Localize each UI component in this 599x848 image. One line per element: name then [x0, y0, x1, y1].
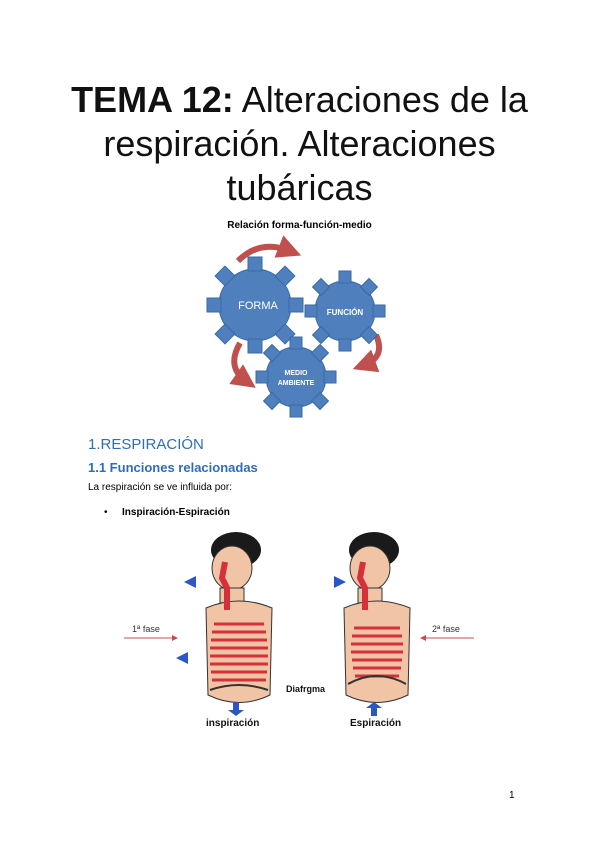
page-title: TEMA 12: Alteraciones de la respiración.…	[40, 78, 559, 210]
gear-forma-label: FORMA	[238, 300, 278, 312]
right-phase-label: 2ª fase	[432, 624, 460, 634]
gear-funcion-label: FUNCIÓN	[327, 308, 364, 317]
expiration-figure	[334, 532, 411, 716]
intro-paragraph: La respiración se ve influida por:	[88, 482, 232, 493]
gear-medio-ambiente: MEDIO AMBIENTE	[255, 336, 337, 418]
gear-funcion: FUNCIÓN	[304, 270, 386, 352]
subsection-heading: 1.1 Funciones relacionadas	[88, 460, 258, 475]
cycle-arrow-right	[352, 333, 382, 373]
bullet-dot-icon: •	[104, 507, 108, 518]
diaphragm-label: Diafrgma	[286, 684, 326, 694]
bullet-item-text: Inspiración-Espiración	[122, 507, 230, 518]
breathing-phases-illustration: 1ª fase 2ª fase Diafrgma inspiración Esp…	[124, 532, 474, 729]
form-function-environment-diagram: FORMA FUNCIÓN	[206, 235, 386, 418]
diagram-subtitle: Relación forma-función-medio	[227, 220, 372, 231]
inspiration-figure	[176, 532, 273, 716]
gear-forma: FORMA	[206, 256, 304, 354]
cycle-arrow-left	[229, 341, 256, 388]
left-phase-label: 1ª fase	[132, 624, 160, 634]
bullet-item: • Inspiración-Espiración	[104, 507, 230, 518]
cycle-arrow-top	[235, 235, 302, 264]
expiration-label: Espiración	[350, 718, 401, 729]
section-heading: 1.RESPIRACIÓN	[88, 436, 204, 453]
title-rest: Alteraciones de la respiración. Alteraci…	[103, 79, 528, 208]
title-bold: TEMA 12:	[71, 79, 234, 120]
inspiration-label: inspiración	[206, 718, 259, 729]
gear-medio-label-line2: AMBIENTE	[278, 380, 315, 387]
gear-medio-label-line1: MEDIO	[285, 370, 309, 377]
page-number: 1	[509, 790, 515, 801]
